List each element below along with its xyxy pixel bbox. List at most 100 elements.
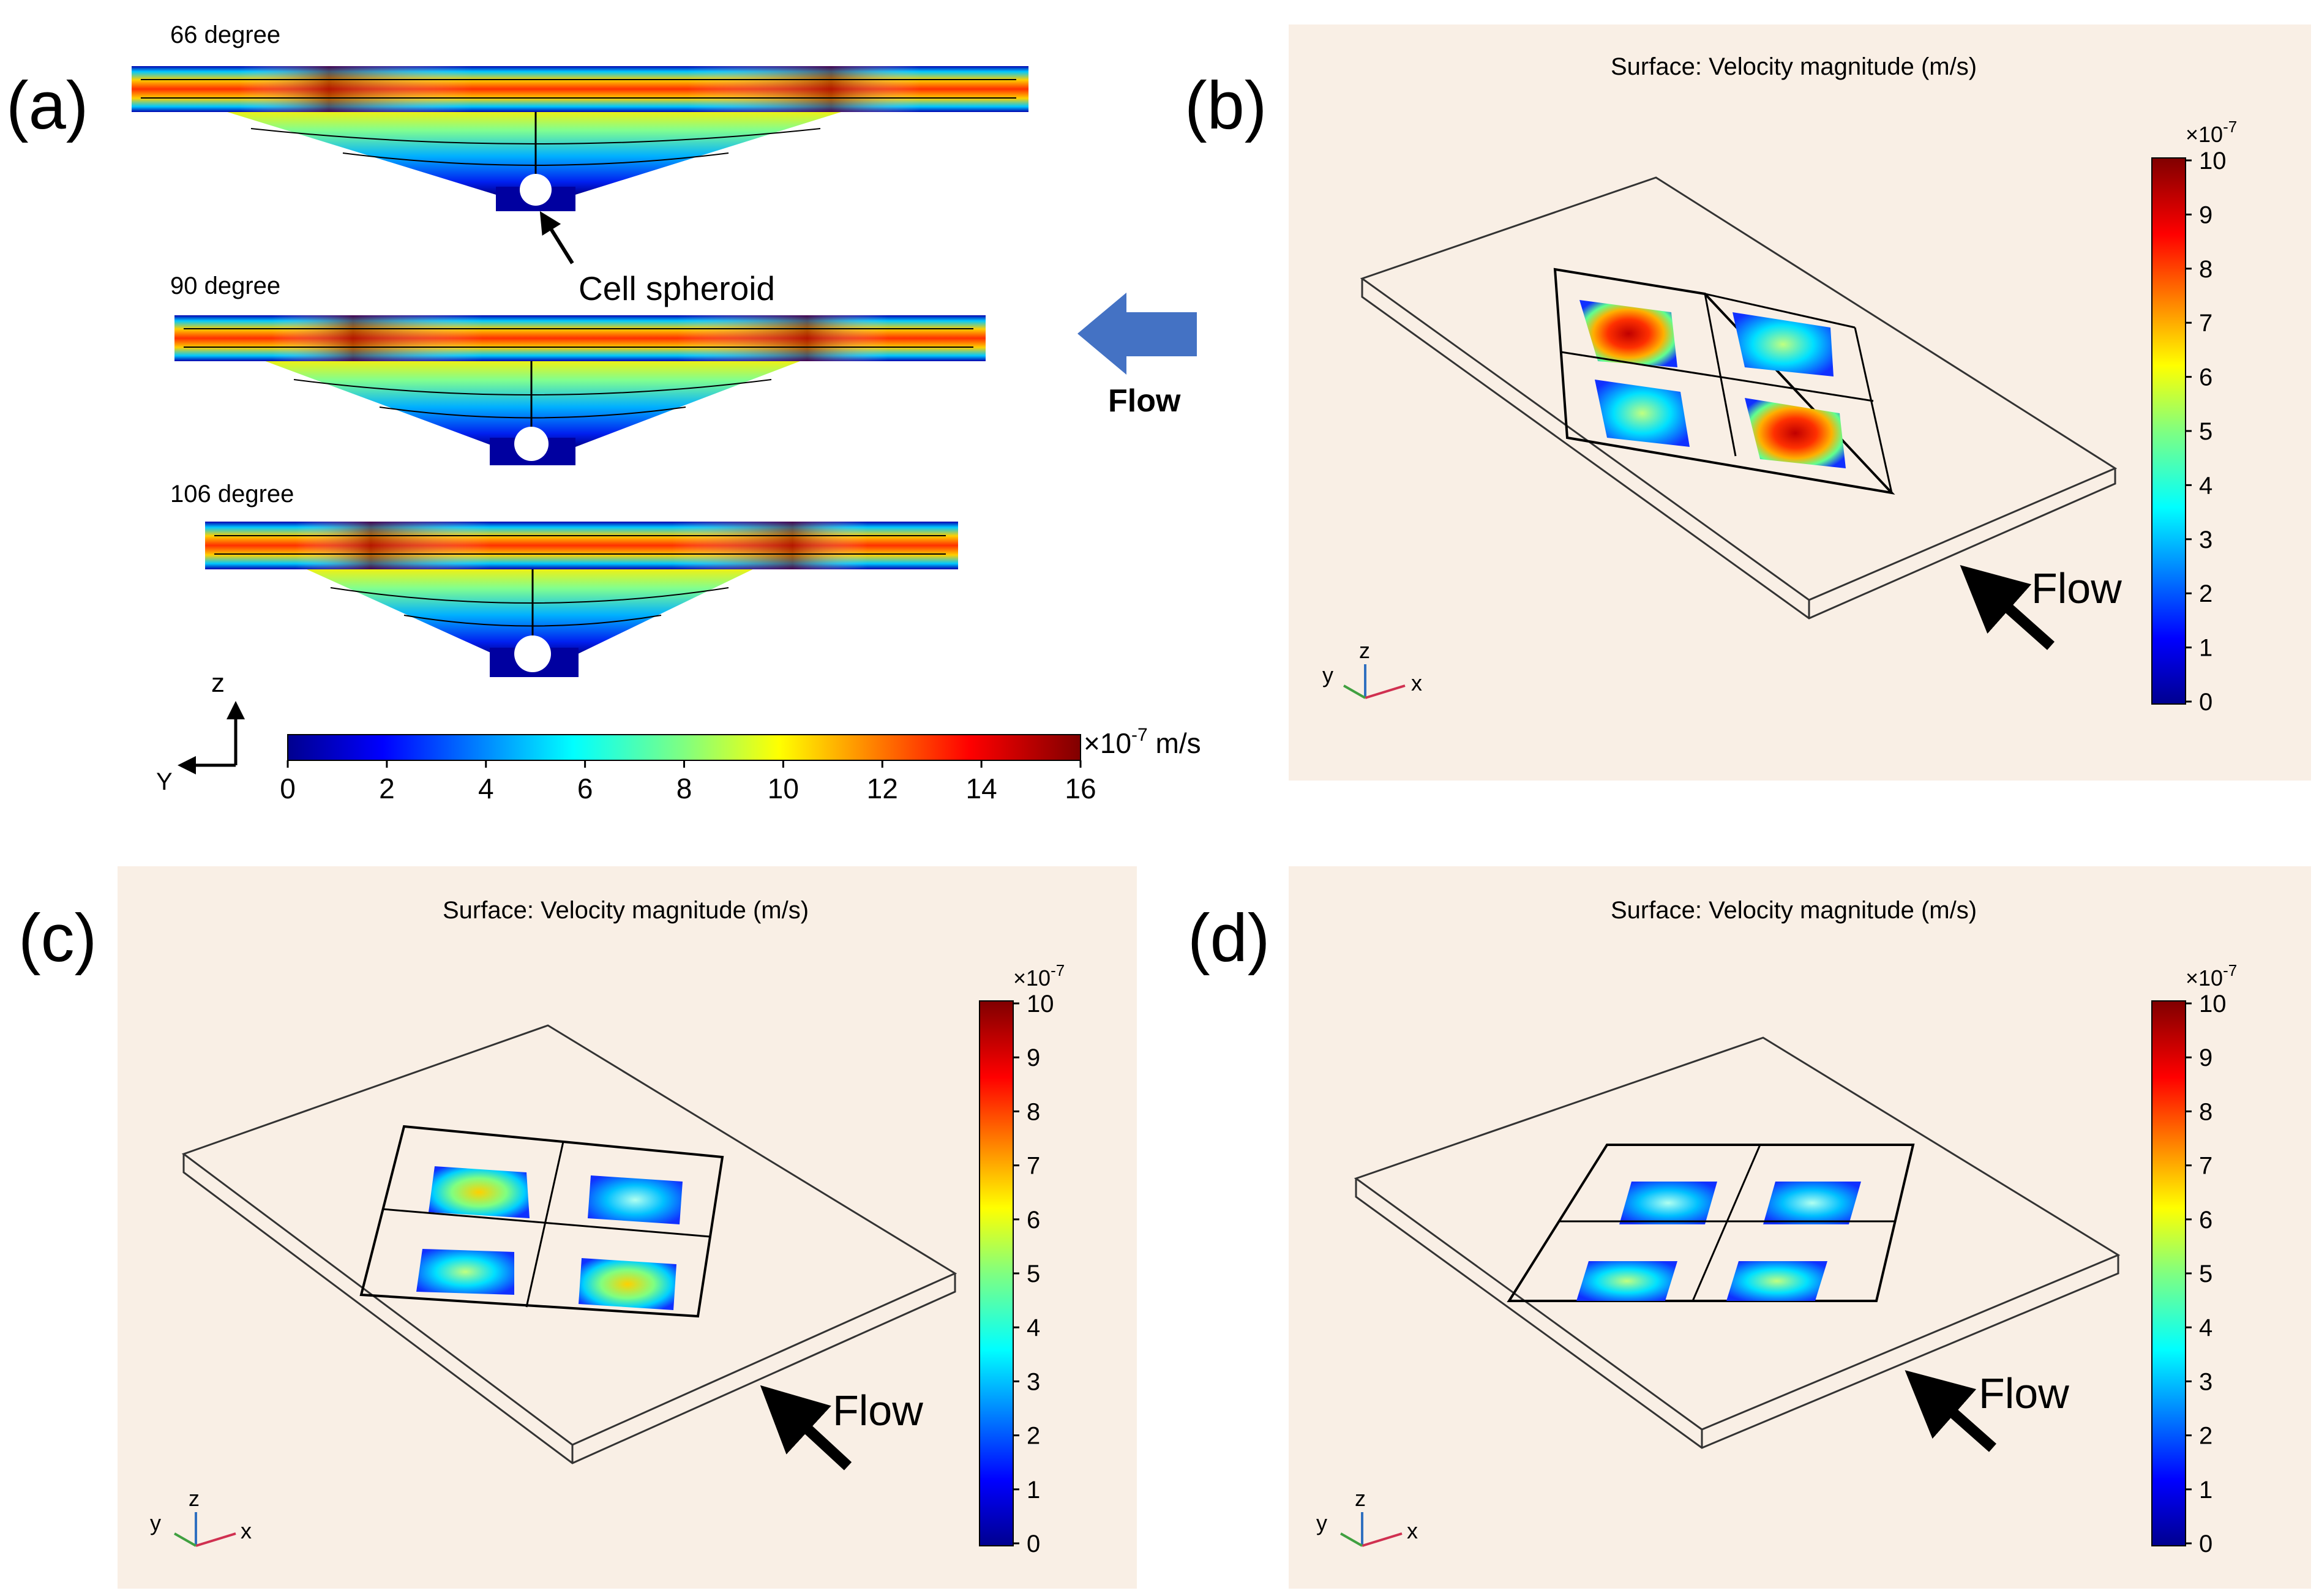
axis-x-c: x (241, 1518, 252, 1543)
colorbar-tick-label: 4 (2199, 472, 2212, 499)
axes-a (178, 701, 245, 774)
colorbar-tick-label: 8 (676, 773, 692, 804)
colorbar-tick-label: 0 (2199, 1530, 2212, 1557)
colorbar-d (2151, 1000, 2186, 1546)
colorbar-tick-label: 4 (1027, 1314, 1040, 1341)
panel-d-background (1289, 866, 2311, 1589)
colorbar-d-multiplier: ×10-7 (2186, 961, 2237, 991)
panel-d-title: Surface: Velocity magnitude (m/s) (1611, 897, 1977, 924)
colorbar-tick-label: 4 (478, 773, 494, 804)
colorbar-tick-label: 7 (1027, 1153, 1040, 1180)
colorbar-tick-label: 6 (577, 773, 593, 804)
cell-pointer-arrow (539, 211, 574, 264)
well-region (257, 358, 808, 447)
axis-triad-b (1343, 664, 1406, 699)
well-region (300, 566, 759, 655)
panel-b-background (1289, 24, 2311, 781)
colorbar-tick-label: 10 (768, 773, 799, 804)
panel-c: (c) Surface: Velocity magnitude (m/s) Fl… (18, 866, 1137, 1589)
axis-z-label: z (211, 668, 225, 698)
flow-arrow-c (760, 1385, 852, 1470)
colorbar-tick-label: 7 (2199, 1153, 2212, 1180)
colorbar-tick-label: 8 (1027, 1098, 1040, 1125)
chamber-outline (1360, 176, 2118, 620)
colorbar-tick-label: 2 (1027, 1423, 1040, 1450)
axis-y-d: y (1316, 1510, 1327, 1535)
panel-b: (b) Surface: Velocity magnitude (m/s) (1185, 24, 2311, 781)
colorbar-tick-label: 0 (280, 773, 296, 804)
colorbar-tick-label: 3 (2199, 526, 2212, 553)
colorbar-tick-label: 8 (2199, 256, 2212, 283)
colorbar-tick-label: 9 (2199, 201, 2212, 228)
colorbar-tick-label: 2 (2199, 1423, 2212, 1450)
axis-x-b: x (1411, 670, 1422, 695)
colorbar-tick-label: 1 (2199, 1477, 2212, 1504)
panel-d: (d) Surface: Velocity magnitude (m/s) Fl… (1188, 866, 2311, 1589)
section-90: 90 degree (170, 272, 986, 465)
panel-label-b: (b) (1185, 68, 1267, 143)
section-label: 106 degree (170, 481, 294, 508)
flow-arrows (184, 328, 973, 419)
colorbar-tick-label: 6 (1027, 1207, 1040, 1234)
channel-shading (132, 66, 1028, 112)
colorbar-tick-label: 5 (1027, 1261, 1040, 1287)
colorbar-tick-label: 7 (2199, 310, 2212, 337)
colorbar-tick-label: 1 (2199, 635, 2212, 662)
flow-label-c: Flow (833, 1387, 923, 1434)
colorbar-tick-label: 4 (2199, 1314, 2212, 1341)
well-array (359, 1125, 724, 1318)
flow-label-d: Flow (1979, 1369, 2069, 1417)
channel-shading (174, 315, 986, 361)
colorbar-tick-label: 6 (2199, 1207, 2212, 1234)
colorbar-tick-label: 9 (2199, 1044, 2212, 1071)
section-label: 66 degree (170, 21, 280, 48)
panel-c-title: Surface: Velocity magnitude (m/s) (443, 897, 809, 924)
flow-arrow-b (1960, 565, 2055, 650)
colorbar-c (979, 1000, 1014, 1546)
well-region (217, 109, 851, 195)
colorbar-a (287, 734, 1081, 761)
cell-spheroid (514, 635, 551, 672)
axis-triad-d (1340, 1512, 1403, 1547)
axis-x-d: x (1407, 1518, 1418, 1543)
colorbar-b (2151, 157, 2186, 705)
colorbar-c-multiplier: ×10-7 (1013, 961, 1065, 991)
axis-y-b: y (1322, 662, 1333, 687)
flow-label-b: Flow (2031, 564, 2122, 612)
colorbar-tick-label: 12 (867, 773, 898, 804)
flow-label: Flow (1108, 383, 1181, 419)
flow-arrow-blue (1077, 293, 1197, 375)
section-66: 66 degree (132, 21, 1028, 211)
well-array (1507, 1144, 1915, 1302)
section-106: 106 degree (170, 481, 958, 677)
cell-spheroid-label: Cell spheroid (579, 269, 775, 307)
colorbar-tick-label: 10 (1027, 991, 1054, 1017)
panel-a: (a) 66 degree Cell spheroid 90 degree (6, 21, 1201, 804)
channel-shading (205, 522, 958, 569)
colorbar-tick-label: 2 (379, 773, 395, 804)
colorbar-tick-label: 6 (2199, 364, 2212, 391)
flow-arrows (214, 535, 946, 627)
flow-arrow-d (1905, 1370, 1996, 1452)
axis-y-c: y (150, 1510, 161, 1535)
panel-label-d: (d) (1188, 901, 1270, 976)
colorbar-tick-label: 1 (1027, 1477, 1040, 1504)
axis-triad-c (174, 1512, 236, 1547)
colorbar-tick-label: 16 (1065, 773, 1096, 804)
colorbar-tick-label: 10 (2199, 148, 2227, 174)
colorbar-tick-label: 3 (2199, 1368, 2212, 1395)
colorbar-a-unit: ×10-7 m/s (1084, 725, 1201, 759)
chamber-outline (181, 1024, 957, 1464)
colorbar-tick-label: 5 (2199, 418, 2212, 445)
colorbar-tick-label: 2 (2199, 580, 2212, 607)
colorbar-tick-label: 0 (2199, 689, 2212, 716)
colorbar-tick-label: 5 (2199, 1261, 2212, 1287)
colorbar-tick-label: 3 (1027, 1368, 1040, 1395)
colorbar-tick-label: 0 (1027, 1530, 1040, 1557)
axis-y-label: Y (156, 768, 173, 795)
axis-z-c: z (189, 1486, 200, 1511)
cell-spheroid (520, 174, 552, 206)
